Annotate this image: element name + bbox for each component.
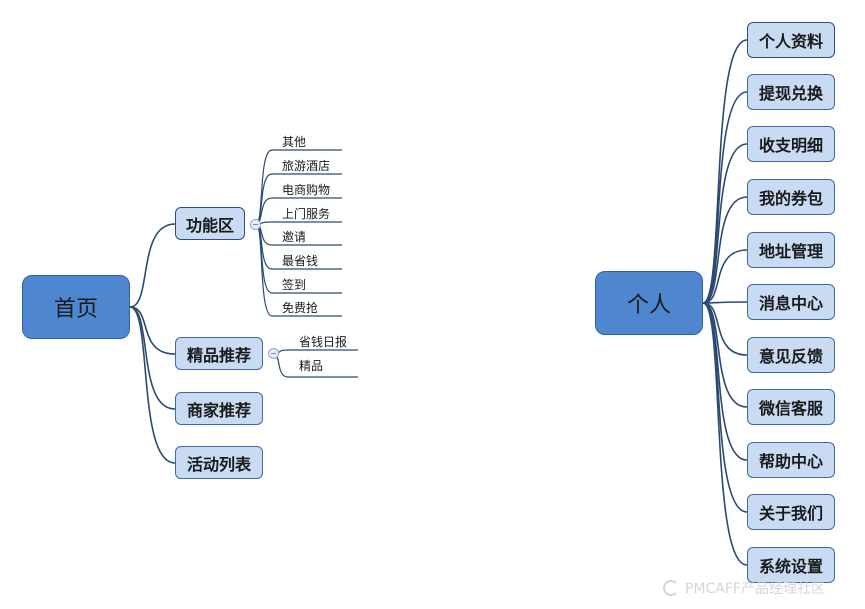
branch-label: 关于我们 (758, 504, 823, 523)
branch-label: 我的券包 (758, 189, 823, 208)
branch-connector (702, 301, 748, 304)
branch-connector (702, 302, 748, 513)
leaf-node[interactable]: 电商购物 (282, 183, 331, 197)
branch-connector (702, 249, 748, 304)
watermark-logo-icon (663, 580, 679, 596)
leaf-node[interactable]: 其他 (282, 135, 307, 149)
branch-label: 消息中心 (758, 294, 823, 313)
branch-connector (702, 39, 748, 304)
branch-label: 收支明细 (758, 136, 823, 155)
leaf-node[interactable]: 旅游酒店 (282, 159, 331, 173)
leaf-node[interactable]: 邀请 (282, 230, 307, 244)
branch-label: 商家推荐 (186, 400, 251, 420)
branch-label: 活动列表 (186, 454, 251, 474)
leaf-node[interactable]: 签到 (282, 278, 307, 292)
branch-label: 提现兑换 (758, 84, 823, 103)
branch-node-messages[interactable]: 消息中心 (747, 284, 835, 320)
central-node-label: 首页 (53, 297, 98, 322)
branch-connector (702, 302, 748, 566)
branch-connector (129, 306, 176, 410)
central-node-profile[interactable]: 个人 (595, 271, 703, 335)
branch-label: 微信客服 (758, 399, 823, 418)
collapse-toggle-featured[interactable] (268, 348, 279, 359)
branch-node-help[interactable]: 帮助中心 (747, 442, 835, 478)
branch-node-about[interactable]: 关于我们 (747, 494, 835, 530)
branch-label: 精品推荐 (186, 345, 251, 365)
branch-connector (702, 302, 748, 356)
leaf-node[interactable]: 最省钱 (282, 254, 319, 268)
leaf-node[interactable]: 精品 (299, 359, 324, 373)
leaf-connector (255, 173, 273, 225)
branch-label: 意见反馈 (758, 347, 823, 366)
branch-node-merchant[interactable]: 商家推荐 (175, 392, 263, 425)
branch-connector (702, 91, 748, 304)
branch-label: 功能区 (185, 215, 234, 235)
branch-connector (129, 223, 176, 308)
watermark: PMCAFF产品经理社区 (663, 578, 825, 598)
leaf-node[interactable]: 免费抢 (282, 301, 319, 315)
branch-connector (702, 143, 748, 304)
branch-label: 个人资料 (758, 32, 823, 51)
branch-node-income-details[interactable]: 收支明细 (747, 126, 835, 162)
branch-node-wechat-service[interactable]: 微信客服 (747, 389, 835, 425)
branch-node-featured[interactable]: 精品推荐 (175, 337, 263, 370)
branch-node-activity-list[interactable]: 活动列表 (175, 446, 263, 479)
leaf-node[interactable]: 省钱日报 (299, 335, 348, 349)
central-node-home[interactable]: 首页 (22, 275, 130, 339)
branch-connector (129, 306, 176, 355)
branch-node-coupons[interactable]: 我的券包 (747, 179, 835, 215)
branch-node-feedback[interactable]: 意见反馈 (747, 337, 835, 373)
collapse-toggle-function-area[interactable] (250, 219, 261, 230)
branch-node-settings[interactable]: 系统设置 (747, 547, 835, 583)
branch-connector (702, 196, 748, 304)
central-node-label: 个人 (626, 293, 671, 318)
branch-node-address[interactable]: 地址管理 (747, 232, 835, 268)
branch-label: 地址管理 (758, 242, 823, 261)
branch-connector (129, 306, 176, 464)
branch-node-function-area[interactable]: 功能区 (175, 207, 245, 240)
branch-node-withdraw[interactable]: 提现兑换 (747, 74, 835, 110)
leaf-connector (255, 223, 273, 317)
watermark-text: PMCAFF产品经理社区 (685, 581, 825, 597)
leaf-node[interactable]: 上门服务 (282, 207, 331, 221)
branch-label: 系统设置 (758, 557, 823, 576)
branch-label: 帮助中心 (758, 452, 823, 471)
branch-node-personal-info[interactable]: 个人资料 (747, 22, 835, 58)
